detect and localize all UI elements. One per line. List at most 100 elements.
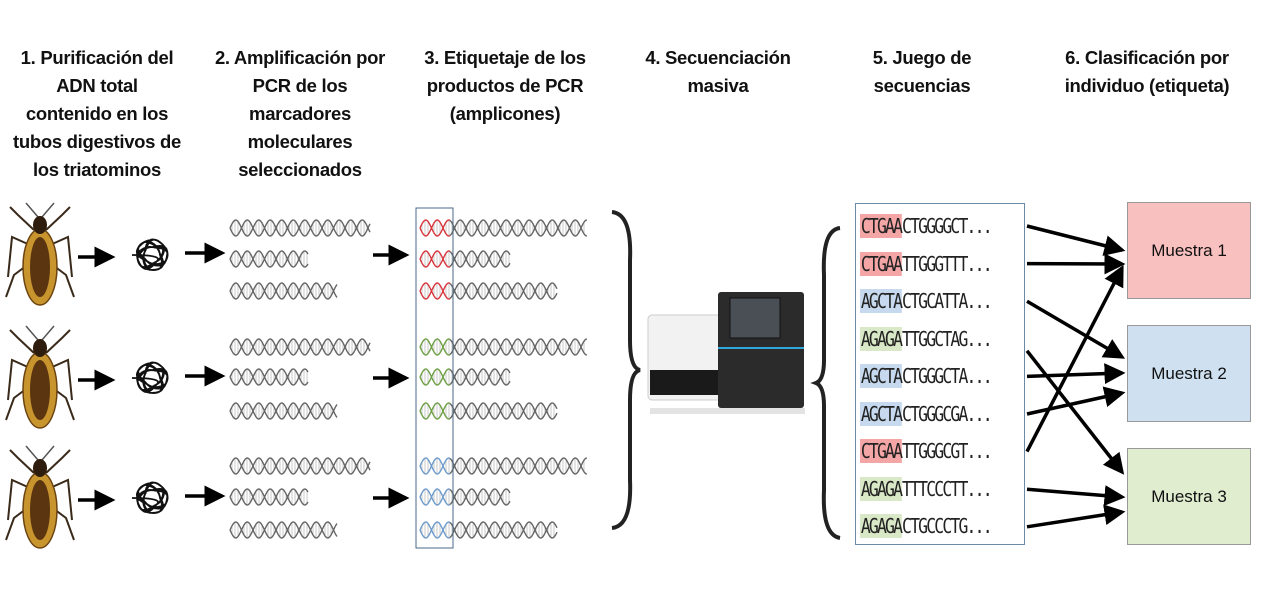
sequence-rest: CTGCATTA... <box>901 289 993 313</box>
step-title-line: secuencias <box>873 75 971 96</box>
sequencer-shadow <box>650 408 805 414</box>
arrow-icon <box>1026 485 1126 507</box>
sequence-rest: CTGGGGCT... <box>901 214 993 238</box>
sequence-tag: AGCTA <box>860 289 903 313</box>
dna-strand <box>419 368 451 386</box>
dna-strand <box>449 521 558 539</box>
step-title-line: productos de PCR <box>426 75 584 96</box>
sequence-row: AGCTACTGGGCGA... <box>860 401 993 426</box>
bug-leg <box>7 235 31 278</box>
dna-strand <box>449 521 558 539</box>
sample-label: Muestra 3 <box>1151 486 1227 506</box>
dna-strand <box>419 457 451 475</box>
bug-wings <box>30 480 50 540</box>
dna-strand <box>449 368 511 386</box>
tag-highlight-box <box>415 207 454 549</box>
step-title-line: los triatominos <box>32 159 162 180</box>
dna-strand <box>419 368 451 386</box>
dna-strand <box>449 250 511 268</box>
sequence-row: AGAGACTGCCCTG... <box>860 514 993 538</box>
dna-strand <box>449 402 558 420</box>
bug-antenna <box>25 325 39 341</box>
sequence-tag: AGAGA <box>860 514 903 538</box>
dna-strand <box>229 402 338 420</box>
bug-antenna <box>41 325 55 341</box>
sequence-tag: AGAGA <box>860 326 903 351</box>
dna-strand <box>229 282 338 300</box>
sequence-rest: CTGCCCTG... <box>901 514 993 538</box>
bug-wings <box>30 237 50 297</box>
sample-box-2: Muestra 2 <box>1127 325 1251 422</box>
dna-strand <box>229 488 309 506</box>
bug-leg <box>9 449 35 474</box>
sequence-tag: AGCTA <box>860 364 903 388</box>
bug-head <box>33 216 47 234</box>
step-title-line: masiva <box>687 75 749 96</box>
dna-strand <box>419 521 451 539</box>
dna-strand <box>419 488 451 506</box>
arrow-icon <box>1025 349 1125 475</box>
dna-strand <box>449 338 588 356</box>
step-title-line: 4. Secuenciación <box>645 47 791 68</box>
bug-leg <box>45 329 71 354</box>
dna-strand <box>449 488 511 506</box>
arrow-icon <box>1026 299 1126 359</box>
step-title-line: tubos digestivos de <box>12 131 182 152</box>
bug-leg <box>45 206 71 231</box>
closing-brace <box>611 210 641 530</box>
sample-label: Muestra 2 <box>1151 363 1227 383</box>
bug-antenna <box>41 202 55 218</box>
step-title-line: seleccionados <box>238 159 362 180</box>
bug-antenna <box>25 445 39 461</box>
step-title-line: ADN total <box>56 75 138 96</box>
dna-strand <box>419 338 451 356</box>
bug-antenna <box>41 445 55 461</box>
sequence-rest: TTGGCTAG... <box>901 326 993 351</box>
arrow-icon <box>1026 363 1126 385</box>
dna-strand <box>229 368 309 386</box>
bug-leg <box>9 206 35 231</box>
sequence-row: AGAGATTTCCCTT... <box>860 476 993 501</box>
step-title-line: (amplicones) <box>449 103 561 124</box>
dna-strand <box>419 488 451 506</box>
dna-strand <box>449 219 588 237</box>
sequence-row: CTGAACTGGGGCT... <box>860 214 993 238</box>
dna-strand <box>419 521 451 539</box>
dna-strand <box>229 219 371 237</box>
step-title-4: 4. Secuenciación masiva <box>618 44 818 100</box>
bug-head <box>33 459 47 477</box>
dna-strand <box>419 338 451 356</box>
step-title-6: 6. Clasificación por individuo (etiqueta) <box>1047 44 1247 100</box>
dna-strand <box>229 457 371 475</box>
sequence-tag: AGCTA <box>860 401 903 426</box>
sequence-row: AGAGATTGGCTAG... <box>860 326 993 351</box>
step-title-line: marcadores <box>249 103 351 124</box>
step-title-line: 2. Amplificación por <box>214 47 386 68</box>
sequence-tag: AGAGA <box>860 476 903 501</box>
sample-box-1: Muestra 1 <box>1127 202 1251 299</box>
bug-leg <box>45 449 71 474</box>
sequence-row: CTGAATTGGGCGT... <box>860 439 993 463</box>
step-title-line: 3. Etiquetaje de los <box>424 47 586 68</box>
sequence-rest: TTGGGCGT... <box>901 439 993 463</box>
dna-strand <box>229 402 338 420</box>
sequence-rest: TTGGGTTT... <box>901 251 993 276</box>
sequence-rest: CTGGGCTA... <box>901 364 993 388</box>
dna-strand <box>449 488 511 506</box>
dna-strand <box>419 402 451 420</box>
step-title-line: 6. Clasificación por <box>1065 47 1229 68</box>
dna-strand <box>419 250 451 268</box>
step-title-line: individuo (etiqueta) <box>1064 75 1230 96</box>
dna-strand <box>449 338 588 356</box>
bug-wings <box>30 360 50 420</box>
bug-leg <box>9 329 35 354</box>
arrow-icon <box>1026 224 1126 256</box>
dna-strand <box>419 250 451 268</box>
sequence-rest: TTTCCCTT... <box>901 476 993 501</box>
dna-strand <box>449 402 558 420</box>
dna-strand <box>449 368 511 386</box>
dna-tangle-icon <box>131 481 169 514</box>
bug-leg <box>49 235 73 278</box>
